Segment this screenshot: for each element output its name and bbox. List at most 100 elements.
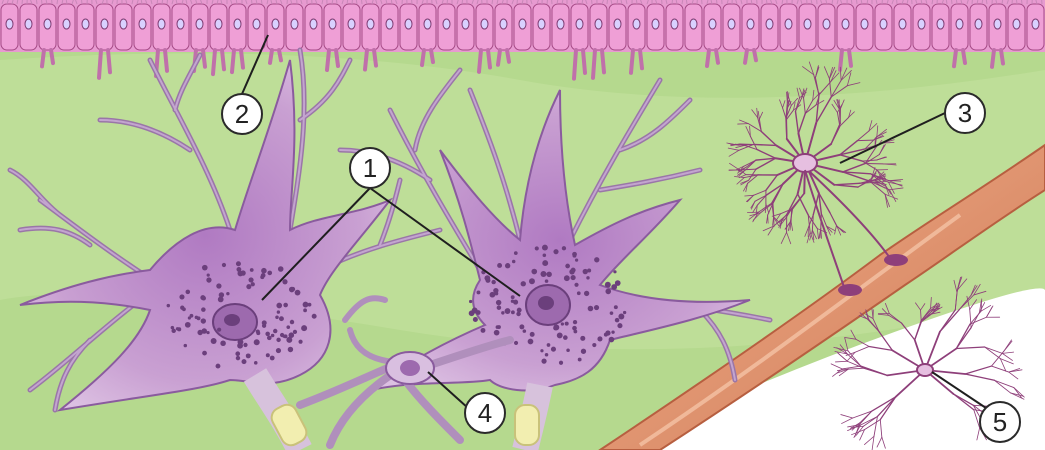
nissl-granule bbox=[190, 314, 194, 318]
ependymal-cell bbox=[305, 4, 322, 50]
nissl-granule bbox=[469, 300, 472, 303]
nissl-granule bbox=[282, 279, 287, 284]
nissl-granule bbox=[481, 328, 486, 333]
nissl-granule bbox=[554, 325, 559, 330]
callout-2: 2 bbox=[222, 94, 262, 134]
nissl-granule bbox=[514, 251, 518, 255]
glial-process bbox=[857, 140, 873, 141]
nissl-granule bbox=[605, 330, 610, 335]
nissl-granule bbox=[494, 330, 500, 336]
nissl-granule bbox=[605, 282, 611, 288]
nissl-granule bbox=[547, 343, 551, 347]
ependymal-cell bbox=[666, 4, 683, 50]
ependymal-cell bbox=[1027, 4, 1044, 50]
ependymal-cell bbox=[932, 4, 949, 50]
nissl-granule bbox=[540, 349, 543, 352]
nissl-granule bbox=[501, 311, 504, 314]
nissl-granule bbox=[575, 259, 578, 262]
nissl-granule bbox=[251, 282, 255, 286]
nissl-granule bbox=[217, 328, 221, 332]
ependymal-cell bbox=[1008, 4, 1025, 50]
nissl-granule bbox=[540, 271, 546, 277]
nissl-granule bbox=[565, 264, 570, 269]
nissl-granule bbox=[545, 279, 549, 283]
ependymal-cell bbox=[818, 4, 835, 50]
ependymal-cell bbox=[400, 4, 417, 50]
nissl-granule bbox=[276, 303, 282, 309]
nissl-granule bbox=[505, 263, 510, 268]
nissl-granule bbox=[286, 337, 292, 343]
nissl-granule bbox=[186, 290, 191, 295]
nissl-granule bbox=[578, 358, 582, 362]
nissl-granule bbox=[472, 307, 478, 313]
nissl-granule bbox=[566, 348, 570, 352]
nissl-granule bbox=[220, 340, 226, 346]
nissl-granule bbox=[512, 260, 516, 264]
nissl-granule bbox=[262, 320, 267, 325]
ependymal-cell bbox=[552, 4, 569, 50]
nissl-granule bbox=[286, 325, 290, 329]
nissl-granule bbox=[573, 320, 577, 324]
nissl-granule bbox=[473, 317, 478, 322]
nissl-granule bbox=[611, 330, 614, 333]
nissl-granule bbox=[546, 272, 551, 277]
nissl-granule bbox=[248, 277, 253, 282]
ependymal-cell bbox=[134, 4, 151, 50]
nissl-granule bbox=[207, 274, 210, 277]
nissl-granule bbox=[562, 246, 566, 250]
nissl-granule bbox=[275, 316, 279, 320]
nissl-granule bbox=[542, 260, 548, 266]
ependymal-cell bbox=[115, 4, 132, 50]
nissl-granule bbox=[477, 290, 481, 294]
ependymal-cell bbox=[381, 4, 398, 50]
nissl-granule bbox=[226, 292, 229, 295]
nissl-granule bbox=[303, 308, 307, 312]
neuron-right-myelin bbox=[515, 405, 539, 445]
callout-2-label: 2 bbox=[235, 99, 249, 129]
nissl-granule bbox=[505, 308, 511, 314]
ependymal-cell bbox=[875, 4, 892, 50]
nissl-granule bbox=[298, 340, 302, 344]
nissl-granule bbox=[276, 338, 280, 342]
nissl-granule bbox=[542, 245, 548, 251]
nissl-granule bbox=[185, 322, 191, 328]
nissl-granule bbox=[497, 305, 502, 310]
nissl-granule bbox=[293, 330, 297, 334]
nissl-granule bbox=[312, 314, 317, 319]
nissl-granule bbox=[594, 257, 599, 262]
nissl-granule bbox=[572, 326, 577, 331]
nissl-granule bbox=[184, 344, 187, 347]
glial-process bbox=[740, 144, 754, 145]
ependymal-cell bbox=[780, 4, 797, 50]
nissl-granule bbox=[551, 347, 556, 352]
nissl-granule bbox=[288, 347, 293, 352]
nissl-granule bbox=[574, 283, 578, 287]
nissl-granule bbox=[561, 322, 564, 325]
ependymal-cell bbox=[514, 4, 531, 50]
nissl-granule bbox=[564, 275, 570, 281]
nissl-granule bbox=[514, 341, 518, 345]
nissl-granule bbox=[246, 353, 251, 358]
nissl-granule bbox=[243, 343, 247, 347]
nissl-granule bbox=[572, 252, 577, 257]
nissl-granule bbox=[295, 290, 301, 296]
ependymal-cell bbox=[647, 4, 664, 50]
nissl-granule bbox=[202, 265, 208, 271]
nissl-granule bbox=[273, 329, 277, 333]
nissl-granule bbox=[563, 335, 568, 340]
nissl-granule bbox=[246, 284, 251, 289]
nissl-granule bbox=[490, 292, 496, 298]
nissl-granule bbox=[541, 359, 546, 364]
nissl-granule bbox=[270, 356, 275, 361]
neuron-right-nucleolus bbox=[538, 296, 554, 310]
nissl-granule bbox=[618, 314, 624, 320]
callout-5: 5 bbox=[980, 402, 1020, 442]
nissl-granule bbox=[261, 268, 267, 274]
callout-3-label: 3 bbox=[958, 98, 972, 128]
astrocyte-body bbox=[793, 154, 817, 172]
nissl-granule bbox=[236, 261, 241, 266]
astrocyte-endfoot-1 bbox=[838, 284, 862, 296]
ependymal-cell bbox=[343, 4, 360, 50]
nissl-granule bbox=[577, 291, 581, 295]
